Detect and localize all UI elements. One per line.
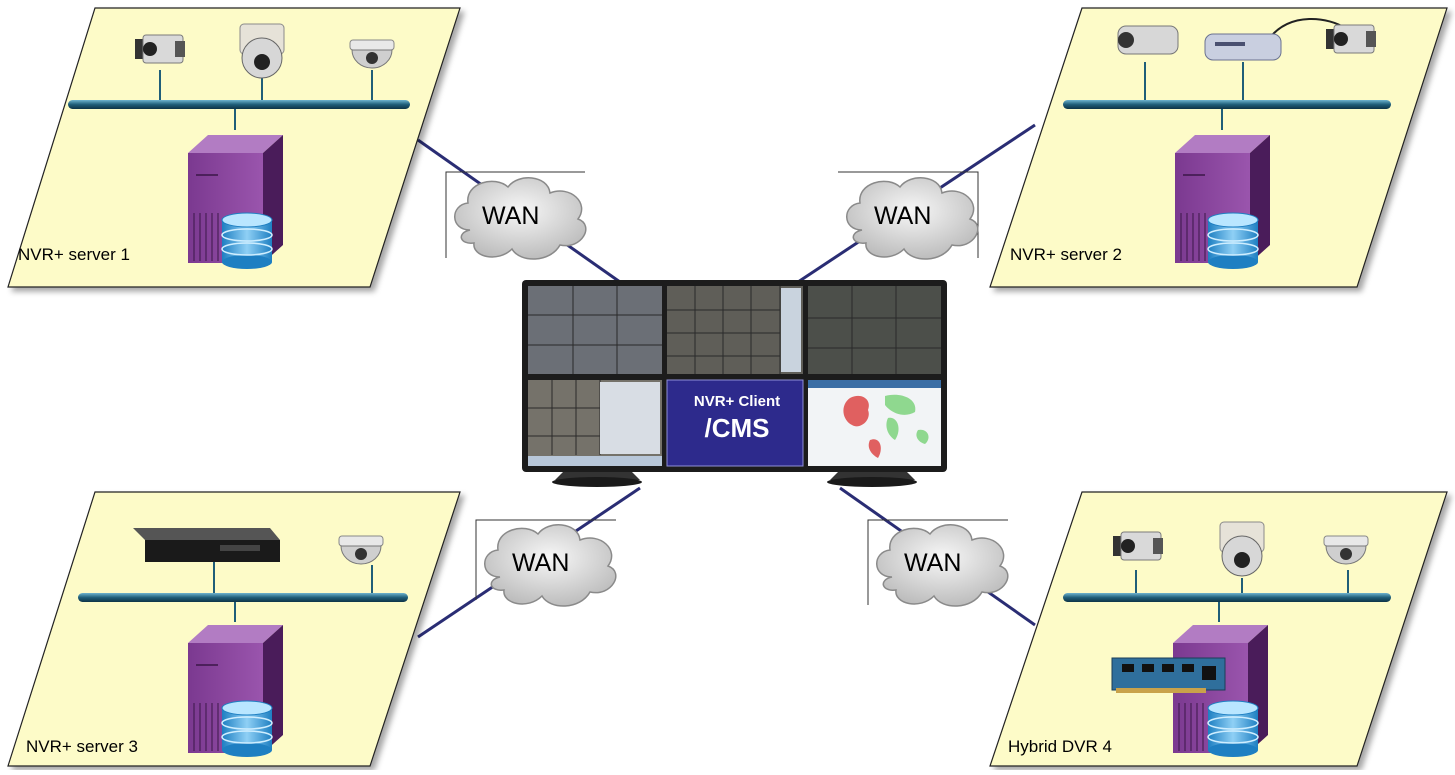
bullet-camera-icon — [1117, 25, 1179, 55]
client-subtitle: /CMS — [704, 413, 770, 443]
database-icon — [1207, 212, 1259, 270]
site1-devices — [68, 23, 410, 270]
site-label-1: NVR+ server 1 — [18, 245, 130, 264]
network-bus — [68, 100, 410, 109]
camera-grid-screen — [528, 286, 941, 466]
database-icon — [1207, 700, 1259, 758]
site2-devices — [1063, 18, 1391, 270]
wan-label-3: WAN — [512, 549, 570, 577]
database-icon — [221, 212, 273, 270]
network-bus — [1063, 100, 1391, 109]
box-camera-icon — [1325, 24, 1377, 54]
client-cms-panel — [666, 379, 804, 467]
site-label-3: NVR+ server 3 — [26, 737, 138, 756]
ptz-camera-icon — [239, 23, 285, 79]
dvr-recorder-icon — [133, 528, 280, 562]
site-label-2: NVR+ server 2 — [1010, 245, 1122, 264]
site4-devices — [1063, 521, 1391, 758]
network-bus — [1063, 593, 1391, 602]
ptz-camera-icon — [1219, 521, 1265, 577]
wan-label-1: WAN — [482, 202, 540, 230]
client-cms-label: NVR+ Client /CMS — [668, 392, 806, 444]
capture-card-icon — [1111, 657, 1226, 693]
video-encoder-icon — [1204, 33, 1282, 61]
box-camera-icon — [1112, 531, 1164, 561]
site-label-4: Hybrid DVR 4 — [1008, 737, 1112, 756]
box-camera-icon — [134, 34, 186, 64]
client-title: NVR+ Client — [693, 393, 781, 410]
client-monitor-wall — [522, 280, 947, 487]
wan-label-2: WAN — [874, 202, 932, 230]
site3-devices — [78, 528, 408, 758]
network-bus — [78, 593, 408, 602]
database-icon — [221, 700, 273, 758]
wan-label-4: WAN — [904, 549, 962, 577]
